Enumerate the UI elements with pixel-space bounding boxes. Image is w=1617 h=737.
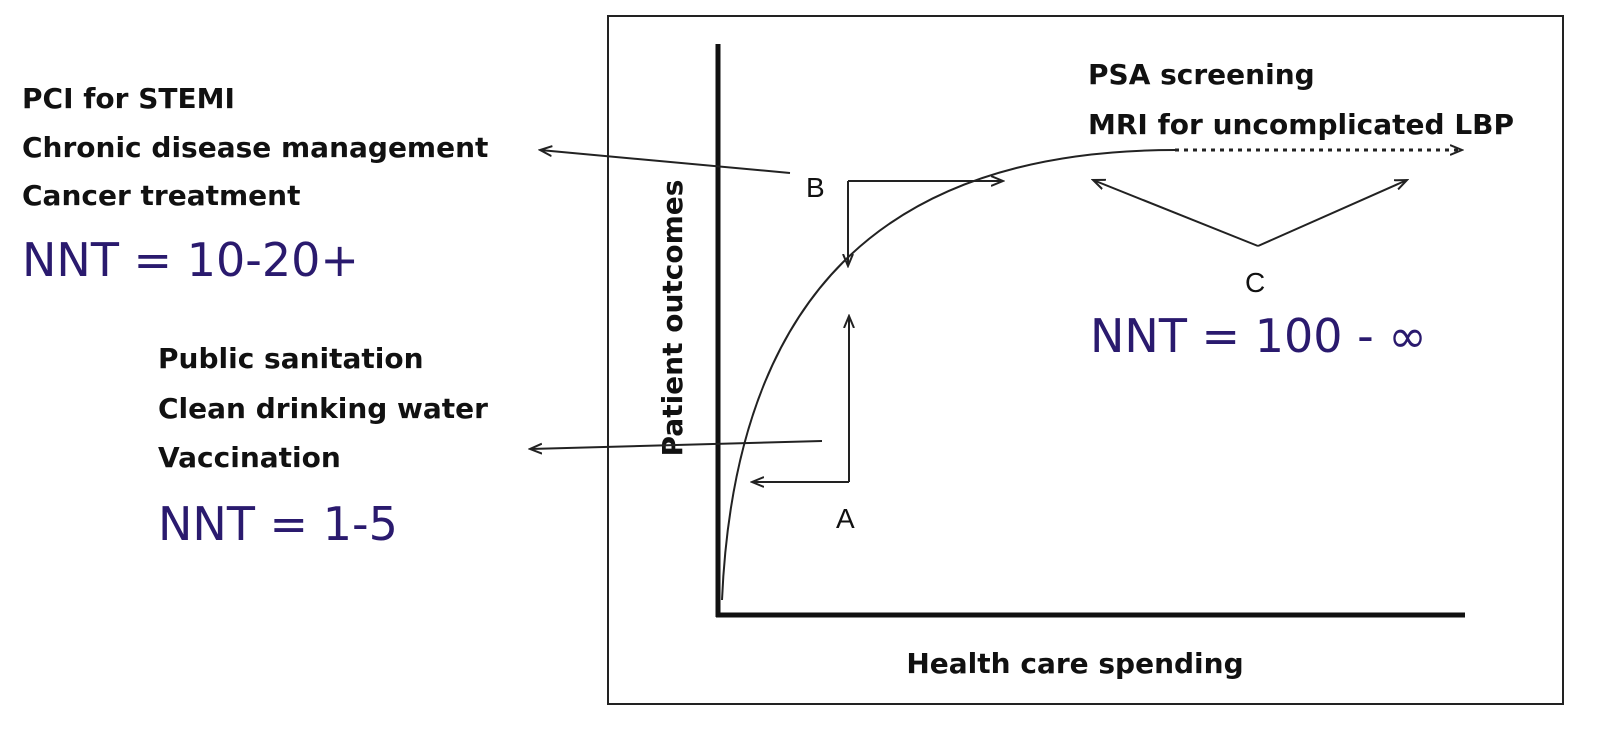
a-pointer-arrow xyxy=(530,440,823,449)
b-pointer-arrow xyxy=(540,150,791,174)
plot-frame xyxy=(607,15,1564,705)
c-right-arrow xyxy=(1257,180,1407,247)
group-c-nnt: NNT = 100 - ∞ xyxy=(1090,309,1427,363)
y-axis-label: Patient outcomes xyxy=(656,180,689,457)
marker-c: C xyxy=(1245,267,1265,298)
group-b-nnt: NNT = 10-20+ xyxy=(22,233,359,287)
group-b-item-3: Cancer treatment xyxy=(22,179,300,212)
group-a-nnt: NNT = 1-5 xyxy=(158,497,398,551)
marker-b: B xyxy=(806,172,825,203)
group-b-item-2: Chronic disease management xyxy=(22,131,488,164)
group-c-item-2: MRI for uncomplicated LBP xyxy=(1088,108,1514,141)
outcome-curve xyxy=(721,149,1176,601)
group-c-item-1: PSA screening xyxy=(1088,58,1315,91)
marker-a: A xyxy=(836,503,855,534)
group-b-item-1: PCI for STEMI xyxy=(22,82,235,115)
group-a-item-3: Vaccination xyxy=(158,441,341,474)
c-left-arrow xyxy=(1093,180,1259,247)
x-axis-label: Health care spending xyxy=(906,647,1243,680)
group-a-item-2: Clean drinking water xyxy=(158,392,488,425)
group-a-item-1: Public sanitation xyxy=(158,342,424,375)
